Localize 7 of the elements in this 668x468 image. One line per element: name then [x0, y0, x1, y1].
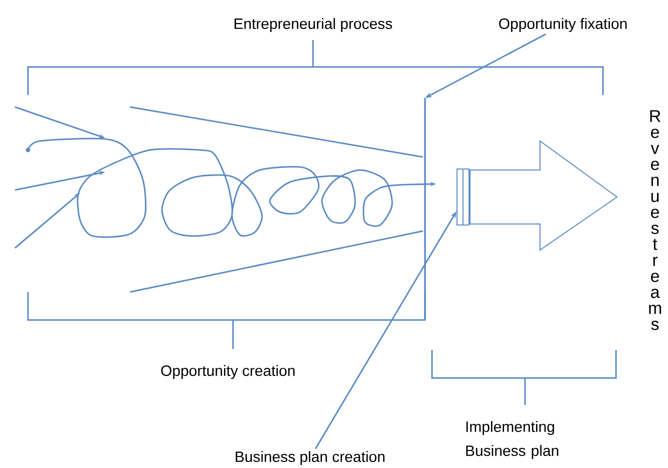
vertical-label: Revenue streams [649, 110, 662, 330]
bracket-label: Opportunity creation [161, 365, 295, 379]
bracket-label: Entrepreneurial process [234, 18, 392, 32]
callout-label: Business plan creation [236, 451, 384, 465]
bracket-label: Implementing Business plan [466, 421, 558, 459]
callout-label: Opportunity fixation [499, 18, 627, 32]
slot-bars [456, 168, 470, 226]
